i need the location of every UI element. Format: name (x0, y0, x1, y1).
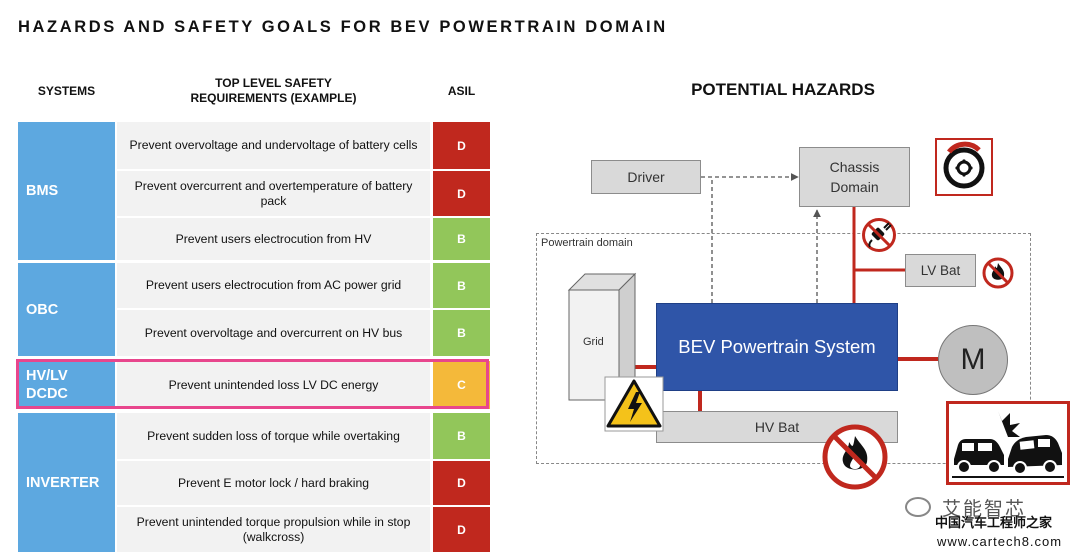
header-systems: SYSTEMS (37, 84, 96, 98)
table-row-requirement: Prevent unintended loss LV DC energy (117, 361, 430, 409)
powertrain-domain-region (536, 233, 1031, 464)
powertrain-domain-label: Powertrain domain (541, 237, 633, 249)
driver-box: Driver (591, 160, 701, 194)
system-bms: BMS (18, 122, 115, 260)
asil-badge: B (433, 413, 490, 459)
table-row-requirement: Prevent sudden loss of torque while over… (117, 413, 430, 459)
chassis-domain-box: Chassis Domain (799, 147, 910, 207)
chassis-line2: Domain (830, 179, 879, 195)
asil-badge: B (433, 218, 490, 260)
system-hvlv-dcdc: HV/LV DCDC (18, 361, 115, 409)
asil-badge: D (433, 171, 490, 216)
asil-badge: C (433, 361, 490, 409)
no-fire-icon (982, 257, 1014, 289)
car-crash-icon (946, 401, 1070, 485)
high-voltage-warning-icon (604, 376, 664, 432)
watermark-brand: 艾能智芯 (942, 499, 1027, 520)
highlight-frame (16, 359, 489, 409)
motor-label: M (960, 343, 986, 376)
table-row-requirement: Prevent E motor lock / hard braking (117, 461, 430, 505)
table-row-requirement: Prevent users electrocution from AC powe… (117, 263, 430, 308)
header-requirements-line2: REQUIREMENTS (EXAMPLE) (190, 91, 357, 105)
page-title: HAZARDS AND SAFETY GOALS FOR BEV POWERTR… (18, 18, 668, 36)
system-obc: OBC (18, 263, 115, 356)
brake-disc-icon (935, 138, 993, 196)
header-requirements: TOP LEVEL SAFETY REQUIREMENTS (EXAMPLE) (117, 76, 430, 106)
watermark-site-name: 中国汽车工程师之家 (935, 515, 1053, 530)
table-row-requirement: Prevent users electrocution from HV (117, 218, 430, 260)
watermark-logo-icon (905, 497, 931, 517)
watermark-url: www.cartech8.com (937, 534, 1063, 549)
no-plug-icon (862, 218, 896, 252)
asil-badge: D (433, 122, 490, 169)
table-row-requirement: Prevent overcurrent and overtemperature … (117, 171, 430, 216)
header-asil: ASIL (447, 84, 476, 98)
system-hvlv-dcdc-line2: DCDC (26, 386, 68, 402)
table-row-requirement: Prevent overvoltage and undervoltage of … (117, 122, 430, 169)
lv-bat-box: LV Bat (905, 254, 976, 287)
asil-badge: B (433, 310, 490, 356)
table-row-requirement: Prevent overvoltage and overcurrent on H… (117, 310, 430, 356)
chassis-line1: Chassis (829, 159, 880, 175)
grid-label: Grid (583, 336, 604, 348)
asil-badge: D (433, 507, 490, 552)
diagram-title: POTENTIAL HAZARDS (691, 80, 875, 99)
asil-badge: D (433, 461, 490, 505)
asil-badge: B (433, 263, 490, 308)
no-fire-icon (822, 424, 888, 490)
bev-powertrain-box: BEV Powertrain System (656, 303, 898, 391)
system-hvlv-dcdc-line1: HV/LV (26, 368, 68, 384)
motor-circle: M (938, 325, 1008, 395)
table-row-requirement: Prevent unintended torque propulsion whi… (117, 507, 430, 552)
system-inverter: INVERTER (18, 413, 115, 552)
header-requirements-line1: TOP LEVEL SAFETY (215, 76, 332, 90)
